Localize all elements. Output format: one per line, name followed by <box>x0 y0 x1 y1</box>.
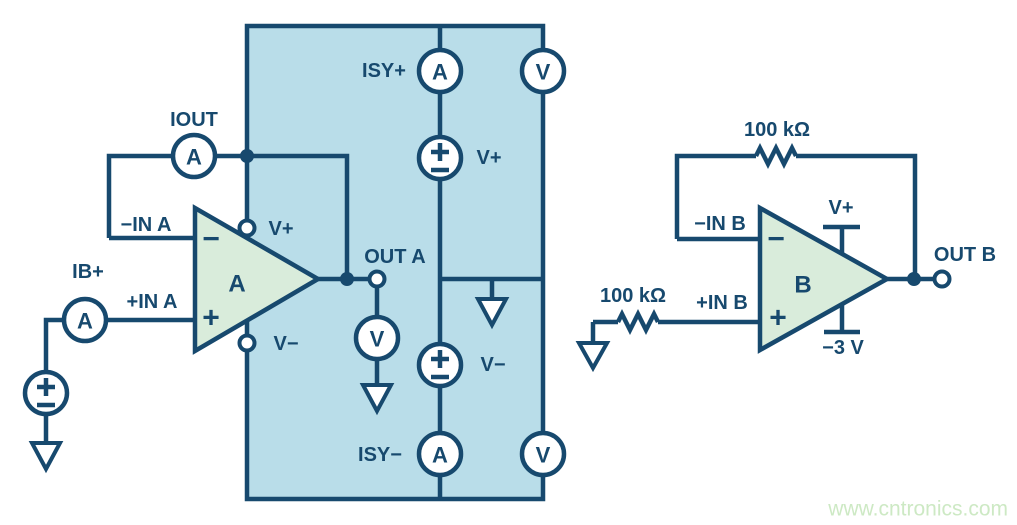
watermark-text: www.cntronics.com <box>827 498 1008 521</box>
ib-voltage-source <box>22 369 70 417</box>
ground-icon <box>575 341 611 373</box>
opamp-b-triangle <box>757 204 892 354</box>
battery-plus-minus-icon <box>431 143 449 173</box>
ammeter-letter: A <box>432 60 448 85</box>
iout-label: IOUT <box>170 109 218 131</box>
neg-3v-supply-label: −3 V <box>822 337 864 359</box>
ib-plus-label: IB+ <box>72 261 104 283</box>
neg-in-b-label: −IN B <box>694 213 746 235</box>
isy-plus-ammeter: A <box>416 47 464 95</box>
iout-ammeter: A <box>170 132 218 180</box>
isy-plus-label: ISY+ <box>362 60 406 82</box>
ammeter-icon <box>416 430 464 478</box>
ammeter-letter: A <box>432 443 448 468</box>
ground-icon <box>28 441 64 474</box>
out-b-label: OUT B <box>934 244 996 266</box>
opamp-b-name: B <box>794 272 811 299</box>
neg-3v-rail <box>824 304 860 335</box>
ground-icon <box>474 297 510 330</box>
voltmeter-icon <box>353 314 401 362</box>
neg-in-a-label: −IN A <box>121 214 172 236</box>
supply-loop-box <box>244 23 546 502</box>
opamp-a-triangle <box>192 204 323 355</box>
v-plus-supply-label: V+ <box>476 147 501 169</box>
voltmeter-icon <box>519 430 567 478</box>
out-a-label: OUT A <box>364 246 425 268</box>
top-rail-voltmeter: V <box>519 47 567 95</box>
ground-icon <box>359 383 395 416</box>
feedback-resistor-label: 100 kΩ <box>744 119 810 141</box>
junction-dot <box>907 272 921 286</box>
ammeter-letter: A <box>77 309 93 334</box>
isy-minus-ammeter: A <box>416 430 464 478</box>
battery-plus-minus-icon <box>431 350 449 380</box>
v-minus-supply-label: V− <box>480 354 505 376</box>
ammeter-letter: A <box>186 145 202 170</box>
voltmeter-letter: V <box>536 60 551 85</box>
v-minus-source <box>416 341 464 389</box>
voltmeter-letter: V <box>536 443 551 468</box>
v-plus-rail <box>823 224 860 254</box>
bottom-rail-voltmeter: V <box>519 430 567 478</box>
v-plus-supply-b-label: V+ <box>828 197 853 219</box>
v-minus-pin-label: V− <box>273 333 298 355</box>
feedback-wire-left <box>674 153 756 239</box>
input-resistor <box>615 308 661 336</box>
battery-plus-minus-icon <box>37 378 55 408</box>
out-a-terminal <box>367 269 387 289</box>
v-minus-pin-terminal <box>237 333 257 353</box>
out-a-voltmeter: V <box>353 314 401 362</box>
junction-dot <box>340 272 354 286</box>
opamp-a-plus-sign: + <box>202 302 220 335</box>
opamp-b-minus-sign: − <box>767 223 785 256</box>
feedback-wire-right <box>796 153 918 279</box>
opamp-b-plus-sign: + <box>769 302 787 335</box>
opamp-a-name: A <box>228 271 245 298</box>
iout-loop-wire <box>106 153 350 279</box>
junction-dot <box>240 149 254 163</box>
v-plus-source <box>416 134 464 182</box>
v-plus-pin-label: V+ <box>268 218 293 240</box>
opamp-a-minus-sign: − <box>202 223 220 256</box>
pos-in-b-label: +IN B <box>696 292 748 314</box>
voltmeter-icon <box>519 47 567 95</box>
pos-in-a-label: +IN A <box>127 291 178 313</box>
v-plus-pin-terminal <box>237 218 257 238</box>
circuit-a: A A A A V V V <box>22 23 567 502</box>
voltmeter-letter: V <box>370 327 385 352</box>
ammeter-icon <box>61 296 109 344</box>
input-resistor-label: 100 kΩ <box>600 285 666 307</box>
circuit-b: 100 kΩ 100 kΩ −IN B +IN B OUT B V+ −3 V … <box>575 119 996 373</box>
out-b-terminal <box>932 269 952 289</box>
isy-minus-label: ISY− <box>358 444 402 466</box>
ammeter-icon <box>170 132 218 180</box>
pos-in-a-wire <box>43 317 195 443</box>
feedback-resistor <box>753 142 799 170</box>
ammeter-icon <box>416 47 464 95</box>
ib-ammeter: A <box>61 296 109 344</box>
